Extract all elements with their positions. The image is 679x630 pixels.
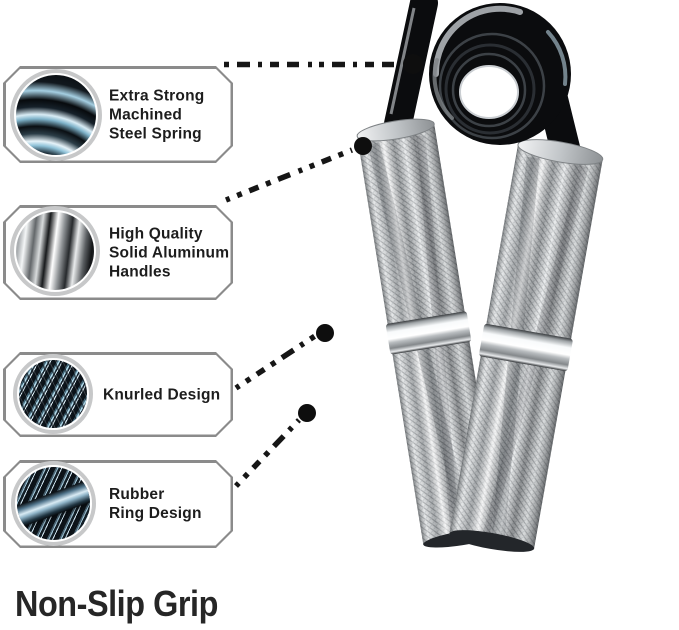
leader-line-handles <box>224 147 354 203</box>
callout-aluminum-handles: High Quality Solid Aluminum Handles <box>3 205 233 300</box>
knurl-closeup-image <box>13 354 93 434</box>
callout-knurled-design: Knurled Design <box>3 352 233 437</box>
knurled-texture-closeup-icon <box>19 360 87 428</box>
leader-line-ring <box>234 418 301 488</box>
anchor-dot-ring <box>298 404 316 422</box>
callout-steel-spring-label: Extra Strong Machined Steel Spring <box>109 87 205 142</box>
anchor-dots <box>298 54 423 422</box>
ring-closeup-image <box>11 461 96 546</box>
right-handle-ring <box>479 323 573 372</box>
spring-closeup-image <box>10 69 102 161</box>
handle-closeup-image <box>10 206 100 296</box>
leader-line-knurled <box>234 333 317 391</box>
anchor-dot-handles <box>354 137 372 155</box>
right-handle <box>449 139 604 552</box>
anchor-dot-knurled <box>316 324 334 342</box>
left-handle-top-cap <box>356 118 435 142</box>
caption-non-slip-grip: Non-Slip Grip <box>15 583 218 624</box>
callout-steel-spring: Extra Strong Machined Steel Spring <box>3 66 233 163</box>
right-handle-top-cap <box>517 139 604 165</box>
callout-knurled-design-label: Knurled Design <box>103 386 221 403</box>
spring-coil-closeup-icon <box>16 75 96 155</box>
anchor-dot-spring <box>403 54 423 74</box>
callout-rubber-ring: Rubber Ring Design <box>3 460 233 548</box>
rubber-ring-closeup-icon <box>17 467 90 540</box>
spring-coil <box>429 3 571 145</box>
callout-aluminum-handles-label: High Quality Solid Aluminum Handles <box>109 225 230 280</box>
callout-rubber-ring-label: Rubber Ring Design <box>109 486 202 522</box>
leader-lines <box>224 61 402 488</box>
left-handle-ring <box>386 311 472 355</box>
aluminum-handle-closeup-icon <box>16 212 94 290</box>
